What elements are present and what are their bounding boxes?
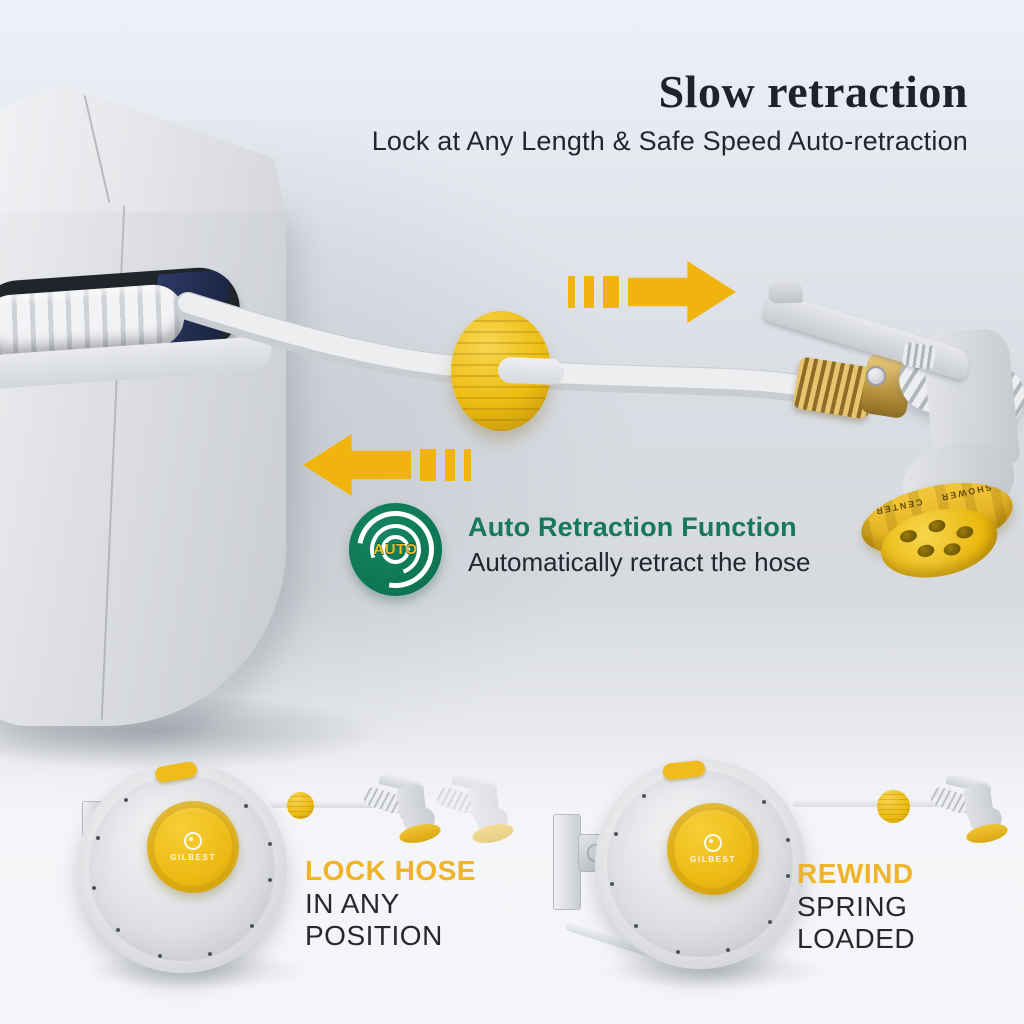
- arrow-head: [303, 434, 411, 496]
- nozzle-label-center: CENTER: [873, 496, 924, 517]
- arrow-left-icon: [303, 434, 471, 496]
- arrow-dash: [420, 449, 436, 481]
- nozzle-hole: [927, 518, 947, 534]
- mini-stop-ball: [877, 790, 910, 823]
- arrow-dash: [464, 449, 471, 481]
- mini-stop-ball: [287, 792, 314, 819]
- ghost-spray-gun: [434, 773, 516, 847]
- brand-name: GILBEST: [690, 855, 736, 864]
- rewind-label: REWIND: [797, 858, 914, 889]
- arrow-right-icon: [568, 261, 736, 323]
- lock-hose-label: LOCK HOSE: [305, 855, 476, 886]
- mini-spray-gun: [928, 773, 1010, 847]
- reel-center-disc: GILBEST: [667, 803, 759, 895]
- feature-heading: Auto Retraction Function: [468, 512, 797, 542]
- badge-text: AUTO: [373, 540, 418, 558]
- badge-ring: [381, 535, 410, 564]
- page-title: Slow retraction: [658, 66, 968, 117]
- reel-case-top: [0, 84, 286, 212]
- wall-bracket-plate: [553, 814, 581, 910]
- nozzle-hole: [916, 543, 936, 559]
- spray-gun-knob: [901, 341, 937, 371]
- mini-hose-line: [793, 800, 943, 807]
- feature-description: Automatically retract the hose: [468, 547, 811, 577]
- brand-logo-icon: [184, 832, 202, 850]
- nozzle-hole: [955, 524, 975, 541]
- arrow-head: [628, 261, 736, 323]
- header: Slow retraction Lock at Any Length & Saf…: [371, 66, 968, 157]
- mini-hose-line: [270, 801, 380, 808]
- lock-hose-sublabel: IN ANY POSITION: [305, 888, 443, 951]
- arrow-dash: [445, 449, 455, 481]
- brand-name: GILBEST: [170, 853, 216, 862]
- nozzle-hole: [898, 528, 918, 544]
- spray-gun-pivot-screw: [866, 366, 886, 386]
- brand-logo-icon: [704, 834, 722, 852]
- arrow-dash: [603, 276, 619, 308]
- nozzle-label-shower: SHOWER: [938, 482, 993, 503]
- scene-lock-hose: GILBEST LOCK HOSE IN ANY POSITION: [60, 750, 530, 995]
- arrow-dash: [568, 276, 575, 308]
- auto-retract-badge-icon: AUTO: [341, 495, 450, 604]
- scene-rewind: GILBEST REWIND SPRING LOADED: [548, 750, 1018, 995]
- reel-center-disc: GILBEST: [147, 801, 239, 893]
- page-subtitle: Lock at Any Length & Safe Speed Auto-ret…: [371, 126, 968, 157]
- mini-spray-gun: [361, 773, 443, 847]
- arrow-dash: [584, 276, 594, 308]
- hose-through-ball: [497, 356, 565, 386]
- nozzle-hole: [942, 541, 962, 558]
- rewind-sublabel: SPRING LOADED: [797, 891, 916, 954]
